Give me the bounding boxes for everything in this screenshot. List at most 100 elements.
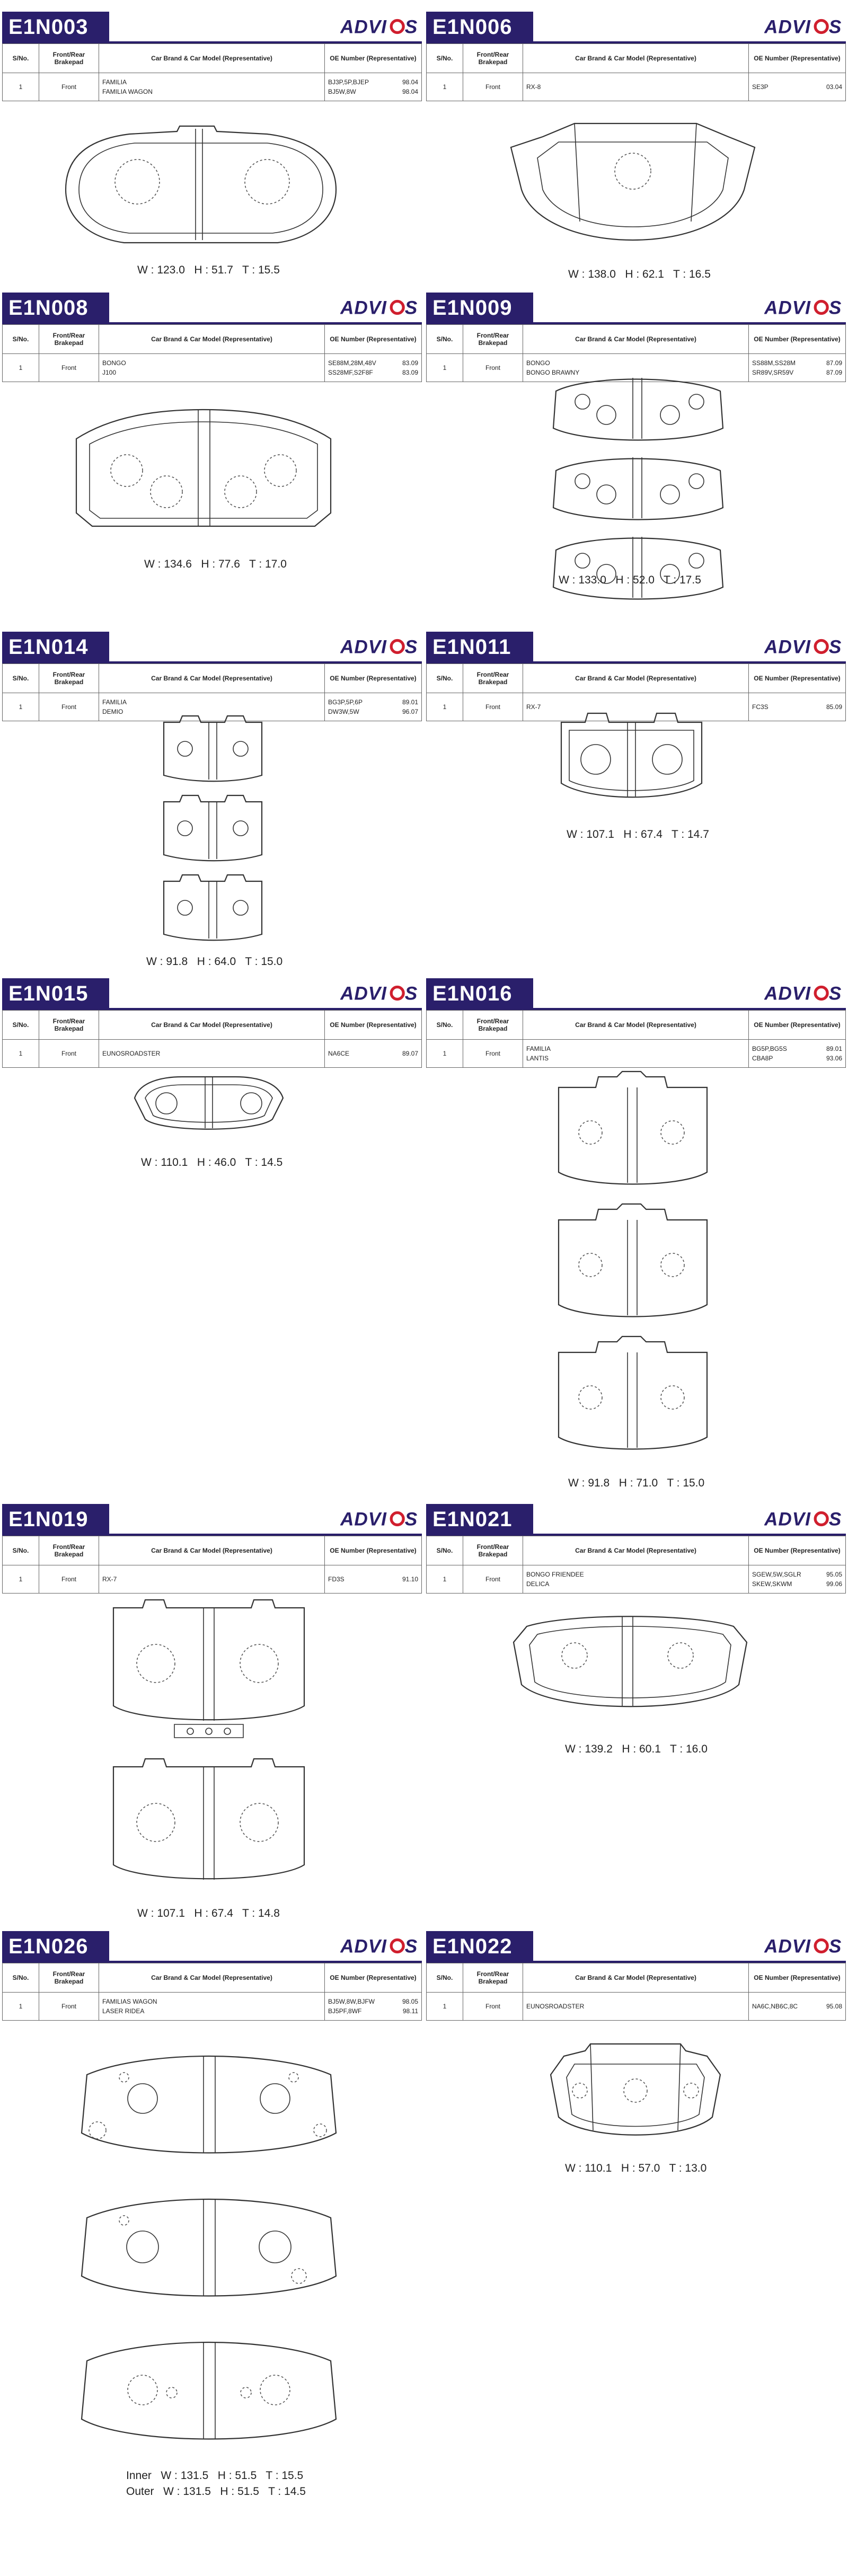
oe-date: 98.11 bbox=[402, 2007, 418, 2015]
model-line: DELICA bbox=[526, 1580, 550, 1588]
brake-pad-drawing bbox=[112, 1599, 305, 1880]
model-line: BONGO BRAWNY bbox=[526, 369, 580, 376]
oe-date: 98.04 bbox=[402, 78, 418, 86]
pad-dimensions: W : 107.1 H : 67.4 T : 14.7 bbox=[567, 828, 709, 840]
oe-date: 89.01 bbox=[826, 1045, 842, 1052]
cell-sno: 1 bbox=[426, 1565, 463, 1594]
pad-dimensions: W : 110.1 H : 46.0 T : 14.5 bbox=[141, 1156, 283, 1169]
oe-date: 99.06 bbox=[826, 1580, 842, 1588]
advics-logo bbox=[764, 980, 844, 1006]
card-header: E1N026 bbox=[2, 1929, 422, 1963]
card-header: E1N016 bbox=[426, 976, 846, 1010]
brake-pad-drawing bbox=[560, 712, 703, 798]
header-model: Car Brand & Car Model (Representative) bbox=[99, 43, 325, 73]
header-model: Car Brand & Car Model (Representative) bbox=[99, 1536, 325, 1565]
header-sno: S/No. bbox=[426, 1963, 463, 1993]
cell-model: BONGO FRIENDEE DELICA bbox=[523, 1565, 749, 1594]
brake-pad-drawing bbox=[75, 409, 332, 527]
oe-number: SE88M,28M,48V bbox=[328, 359, 376, 367]
brake-pad-drawing bbox=[552, 378, 724, 600]
model-line: RX-7 bbox=[526, 703, 541, 711]
model-line: BONGO FRIENDEE bbox=[526, 1571, 584, 1578]
header-model: Car Brand & Car Model (Representative) bbox=[523, 1536, 749, 1565]
part-code: E1N022 bbox=[426, 1931, 533, 1961]
header-sno: S/No. bbox=[2, 1963, 39, 1993]
cell-sno: 1 bbox=[2, 1992, 39, 2021]
header-front-rear: Front/Rear Brakepad bbox=[463, 663, 523, 693]
header-sno: S/No. bbox=[2, 663, 39, 693]
cell-model: RX-8 bbox=[523, 73, 749, 101]
cell-sno: 1 bbox=[2, 1565, 39, 1594]
card-header: E1N008 bbox=[2, 290, 422, 324]
cell-front-rear: Front bbox=[463, 1565, 523, 1594]
brake-pad-drawing bbox=[65, 125, 337, 244]
model-line: FAMILIA bbox=[526, 1045, 551, 1052]
oe-date: 83.09 bbox=[402, 369, 418, 376]
pad-dimensions: W : 134.6 H : 77.6 T : 17.0 bbox=[144, 558, 287, 570]
pad-dimensions-inner: Inner W : 131.5 H : 51.5 T : 15.5 bbox=[126, 2469, 304, 2482]
header-oe: OE Number (Representative) bbox=[324, 1536, 422, 1565]
card-header: E1N022 bbox=[426, 1929, 846, 1963]
oe-date: 87.09 bbox=[826, 369, 842, 376]
pad-dimensions: W : 91.8 H : 71.0 T : 15.0 bbox=[568, 1477, 705, 1489]
header-oe: OE Number (Representative) bbox=[748, 1536, 846, 1565]
header-model: Car Brand & Car Model (Representative) bbox=[99, 1963, 325, 1993]
oe-number: SGEW,5W,SGLR bbox=[752, 1571, 801, 1578]
header-oe: OE Number (Representative) bbox=[324, 43, 422, 73]
advics-logo bbox=[340, 1506, 420, 1532]
header-sno: S/No. bbox=[2, 1536, 39, 1565]
oe-number: SS88M,SS28M bbox=[752, 359, 796, 367]
header-front-rear: Front/Rear Brakepad bbox=[39, 1536, 99, 1565]
header-sno: S/No. bbox=[426, 324, 463, 354]
header-oe: OE Number (Representative) bbox=[324, 1010, 422, 1040]
card-header: E1N009 bbox=[426, 290, 846, 324]
pad-dimensions: W : 133.0 H : 52.0 T : 17.5 bbox=[559, 574, 701, 586]
cell-sno: 1 bbox=[426, 693, 463, 721]
cell-front-rear: Front bbox=[463, 353, 523, 382]
oe-date: 93.06 bbox=[826, 1055, 842, 1062]
pad-dimensions: W : 110.1 H : 57.0 T : 13.0 bbox=[565, 2162, 707, 2174]
cell-model: EUNOSROADSTER bbox=[99, 1039, 325, 1068]
oe-date: 03.04 bbox=[826, 83, 842, 91]
oe-number: FD3S bbox=[328, 1575, 344, 1583]
part-code: E1N026 bbox=[2, 1931, 109, 1961]
oe-date: 95.08 bbox=[826, 2003, 842, 2010]
model-line: FAMILIA bbox=[102, 698, 127, 706]
pad-dimensions: W : 123.0 H : 51.7 T : 15.5 bbox=[137, 264, 280, 276]
part-code: E1N006 bbox=[426, 12, 533, 41]
header-front-rear: Front/Rear Brakepad bbox=[39, 1963, 99, 1993]
cell-front-rear: Front bbox=[463, 693, 523, 721]
brake-pad-drawing bbox=[510, 122, 756, 241]
advics-logo bbox=[340, 1933, 420, 1959]
oe-number: BJ5W,8W bbox=[328, 88, 356, 95]
oe-number: SKEW,SKWM bbox=[752, 1580, 792, 1588]
oe-number: SR89V,SR59V bbox=[752, 369, 794, 376]
cell-model: RX-7 bbox=[99, 1565, 325, 1594]
cell-model: RX-7 bbox=[523, 693, 749, 721]
pad-dimensions-outer: Outer W : 131.5 H : 51.5 T : 14.5 bbox=[126, 2485, 306, 2498]
header-sno: S/No. bbox=[426, 1536, 463, 1565]
header-model: Car Brand & Car Model (Representative) bbox=[523, 324, 749, 354]
oe-number: BG3P,5P,6P bbox=[328, 698, 363, 706]
pad-dimensions: W : 138.0 H : 62.1 T : 16.5 bbox=[568, 268, 711, 280]
part-code: E1N021 bbox=[426, 1504, 533, 1534]
